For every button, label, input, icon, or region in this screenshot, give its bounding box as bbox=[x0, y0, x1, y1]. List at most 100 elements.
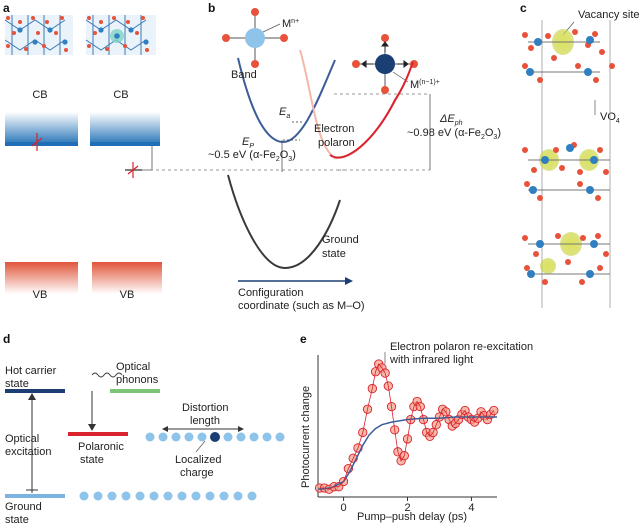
lattice-dot bbox=[262, 432, 272, 442]
svg-text:EP: EP bbox=[242, 136, 254, 150]
panel-label-b: b bbox=[208, 1, 215, 15]
e-x-label: Pump–push delay (ps) bbox=[357, 511, 467, 523]
vo4-subscript: 4 bbox=[616, 118, 620, 125]
polaron-label: polaron bbox=[318, 137, 355, 149]
delta-label: ΔE bbox=[439, 113, 455, 125]
delta-subscript: ph bbox=[454, 120, 463, 127]
lattice-dot bbox=[171, 432, 181, 442]
e-data-line bbox=[319, 363, 495, 490]
vb-left-label: VB bbox=[33, 289, 48, 301]
ep-value-sub2: 3 bbox=[288, 156, 292, 163]
panel-label-c: c bbox=[520, 1, 527, 15]
delta-value-sub2: 3 bbox=[493, 134, 497, 141]
hot-carrier-level bbox=[5, 389, 65, 393]
electron-spin-icon bbox=[31, 133, 43, 151]
arrow-right-icon bbox=[345, 277, 353, 285]
ea-subscript: a bbox=[286, 113, 290, 120]
e-y-label: Photocurrent change bbox=[300, 386, 312, 488]
e-fit-curve bbox=[317, 416, 497, 491]
lattice-dot bbox=[158, 432, 168, 442]
ground-level bbox=[5, 494, 65, 498]
panel-c: Vacancy site VO4 bbox=[522, 9, 640, 308]
lattice-dot bbox=[197, 432, 207, 442]
lattice-left bbox=[4, 15, 73, 55]
svg-text:M(n−1)+: M(n−1)+ bbox=[410, 79, 440, 91]
lattice-right bbox=[85, 15, 156, 55]
localized-label-1: Localized bbox=[175, 454, 221, 466]
config-label-2: coordinate (such as M–O) bbox=[238, 300, 365, 312]
polaron-level-icon bbox=[125, 162, 142, 178]
x-tick-label: 2 bbox=[404, 502, 410, 514]
structure-2 bbox=[522, 142, 610, 201]
optical-phonons-label-1: Optical bbox=[116, 361, 150, 373]
phonon-level bbox=[110, 389, 160, 393]
distortion-label-2: length bbox=[190, 415, 220, 427]
lattice-dot bbox=[163, 491, 173, 501]
delta-value-sub1: 2 bbox=[481, 134, 485, 141]
ep-subscript: P bbox=[249, 143, 254, 150]
e-data-points bbox=[314, 359, 499, 494]
vb-right-band bbox=[92, 262, 162, 294]
svg-text:Ea: Ea bbox=[279, 106, 290, 120]
vb-left-band bbox=[5, 262, 78, 294]
structure-3 bbox=[522, 232, 610, 285]
lattice-dot bbox=[223, 432, 233, 442]
structure-1 bbox=[522, 29, 615, 83]
polaronic-label-2: state bbox=[80, 454, 104, 466]
svg-text:VO4: VO4 bbox=[600, 111, 620, 125]
config-label-1: Configuration bbox=[238, 287, 303, 299]
electron-label: Electron bbox=[314, 123, 354, 135]
ground-label-2: state bbox=[5, 514, 29, 526]
lattice-dot bbox=[247, 491, 257, 501]
polaronic-label-1: Polaronic bbox=[78, 441, 124, 453]
ground-label: Ground bbox=[322, 234, 359, 246]
lattice-dot bbox=[233, 491, 243, 501]
cb-left-band bbox=[5, 112, 78, 146]
ground-label-1: Ground bbox=[5, 501, 42, 513]
optical-phonons-label-2: phonons bbox=[116, 374, 159, 386]
lattice-dot bbox=[79, 491, 89, 501]
svg-text:~0.5 eV (α-Fe2O3): ~0.5 eV (α-Fe2O3) bbox=[208, 149, 296, 163]
metal-left-label: M bbox=[282, 18, 291, 30]
arrow-right-icon bbox=[238, 426, 244, 432]
delta-value-mid: O bbox=[485, 127, 494, 139]
ep-value-mid: O bbox=[280, 149, 289, 161]
localized-label-2: charge bbox=[180, 467, 214, 479]
e-annotation-2: with infrared light bbox=[389, 354, 473, 366]
panel-d: Hot carrier state Optical phonons Polaro… bbox=[5, 361, 285, 526]
arrow-down-icon bbox=[88, 424, 96, 431]
vo4-label: VO bbox=[600, 111, 616, 123]
localized-charge-dot bbox=[210, 432, 220, 442]
lattice-dot bbox=[107, 491, 117, 501]
cb-right-band bbox=[90, 112, 160, 146]
panel-b: Mn+ M(n−1)+ Band Ea bbox=[150, 8, 501, 312]
lattice-dots-ground bbox=[79, 491, 257, 501]
hot-carrier-label-1: Hot carrier bbox=[5, 365, 57, 377]
x-tick-label: 0 bbox=[341, 502, 347, 514]
band-label: Band bbox=[231, 69, 257, 81]
molecule-mn1-icon bbox=[352, 34, 418, 94]
lattice-dot bbox=[249, 432, 259, 442]
excitation-label-2: excitation bbox=[5, 446, 51, 458]
lattice-dot bbox=[149, 491, 159, 501]
panel-label-d: d bbox=[3, 332, 10, 346]
vacancy-label: Vacancy site bbox=[578, 9, 640, 21]
excitation-label-1: Optical bbox=[5, 433, 39, 445]
delta-value: ~0.98 eV (α-Fe bbox=[407, 127, 481, 139]
metal-right-charge: (n−1)+ bbox=[419, 79, 440, 86]
polaronic-level bbox=[68, 432, 128, 436]
panel-label-e: e bbox=[300, 332, 307, 346]
ea-label: E bbox=[279, 106, 287, 118]
ep-value-end: ) bbox=[292, 149, 296, 161]
lattice-dot bbox=[184, 432, 194, 442]
panel-a: CB CB VB VB bbox=[4, 15, 162, 301]
lattice-dot bbox=[121, 491, 131, 501]
lattice-dot bbox=[177, 491, 187, 501]
phonon-wave-icon bbox=[91, 372, 123, 378]
svg-text:ΔEph: ΔEph bbox=[439, 113, 463, 127]
distortion-label-1: Distortion bbox=[182, 402, 228, 414]
lattice-dot bbox=[191, 491, 201, 501]
